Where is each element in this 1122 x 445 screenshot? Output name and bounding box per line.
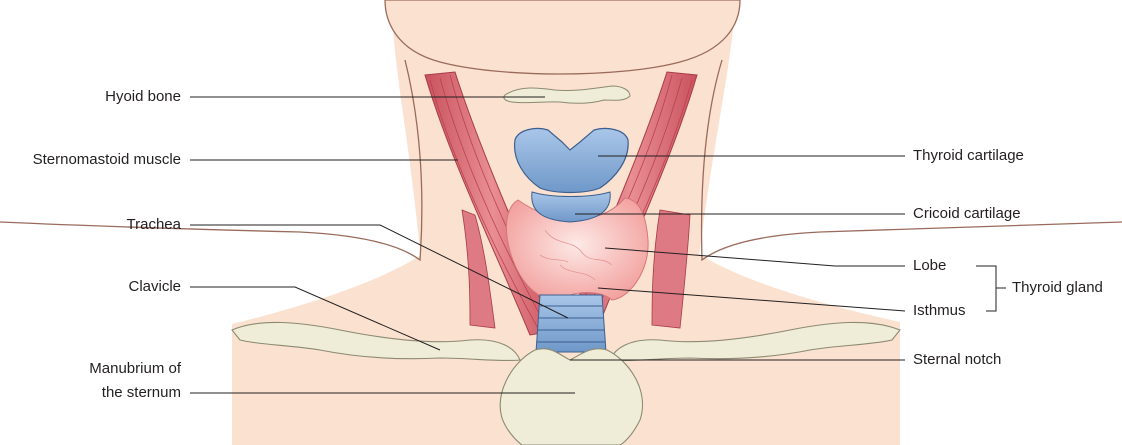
manubrium	[500, 349, 642, 445]
thyroid-gland-bracket	[976, 266, 996, 311]
label-isthmus: Isthmus	[913, 302, 966, 319]
label-clavicle: Clavicle	[128, 278, 181, 295]
label-thyroid-cartilage: Thyroid cartilage	[913, 147, 1024, 164]
label-manubrium-line1: Manubrium of	[11, 360, 181, 377]
label-hyoid-bone: Hyoid bone	[105, 88, 181, 105]
label-trachea: Trachea	[127, 216, 181, 233]
label-cricoid-cartilage: Cricoid cartilage	[913, 205, 1021, 222]
label-sternomastoid-muscle: Sternomastoid muscle	[33, 151, 181, 168]
label-manubrium-of-the-sternum: Manubrium of the sternum	[11, 360, 181, 401]
label-lobe: Lobe	[913, 257, 946, 274]
label-manubrium-line2: the sternum	[11, 384, 181, 401]
label-thyroid-gland: Thyroid gland	[1012, 279, 1103, 296]
trachea	[536, 295, 606, 352]
label-sternal-notch: Sternal notch	[913, 351, 1001, 368]
neck-outline-right	[702, 60, 1122, 260]
